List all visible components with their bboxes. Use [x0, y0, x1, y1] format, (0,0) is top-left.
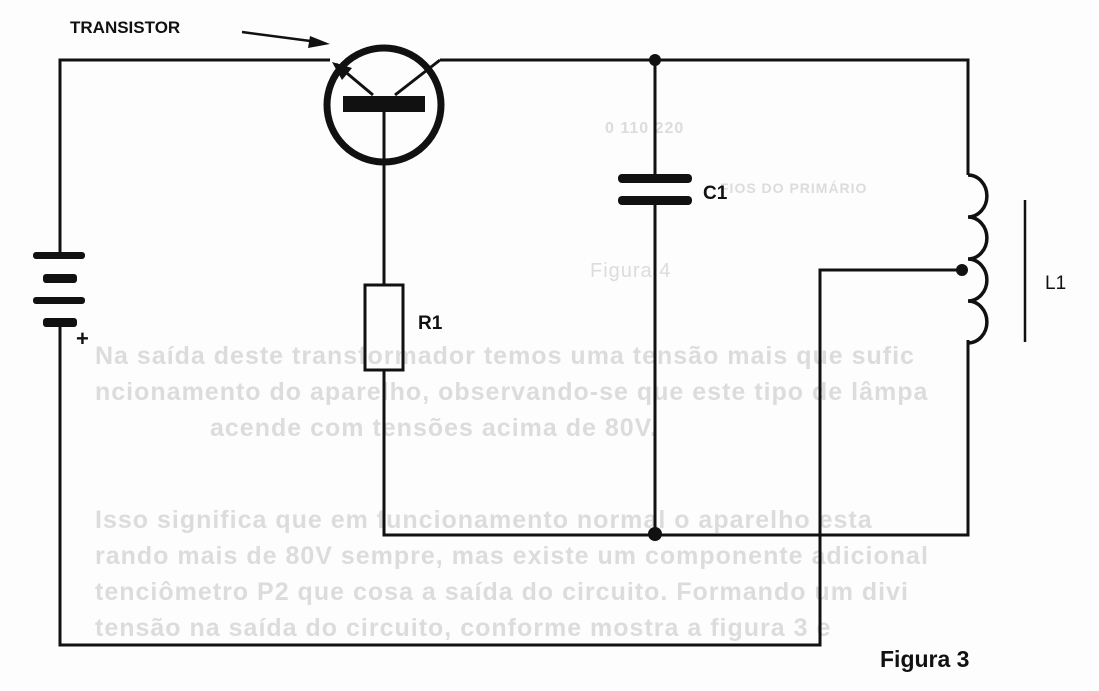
wire-left-bottom [58, 268, 962, 647]
bleed-line: ncionamento do aparelho, observando-se q… [95, 378, 929, 406]
wire-top-left [58, 58, 330, 255]
resistor-label: R1 [418, 313, 443, 334]
inductor-l1 [967, 173, 989, 345]
junction-dot [649, 54, 661, 66]
emitter-arrow [332, 62, 352, 80]
capacitor-c1-plate [618, 196, 692, 205]
bleed-line: tenciômetro P2 que cosa a saída do circu… [95, 578, 909, 606]
bleed-figure-label: Figura 4 [590, 260, 672, 282]
bleed-line: Na saída deste transformador temos uma t… [95, 342, 915, 370]
bleed-taps: 0 110 220 [605, 120, 685, 137]
transistor-label: TRANSISTOR [70, 18, 181, 37]
capacitor-label: C1 [703, 183, 728, 204]
label-arrowhead [308, 36, 330, 48]
transistor-base-bar [343, 96, 425, 112]
battery-symbol [33, 252, 85, 327]
resistor-r1 [363, 283, 405, 372]
junction-dot [956, 264, 968, 276]
junction-dot [648, 527, 662, 541]
bleed-line: acende com tensões acima de 80V. [210, 414, 658, 442]
inductor-label: L1 [1045, 273, 1067, 294]
battery-plus-label: + [76, 326, 89, 351]
bleed-line: tensão na saída do circuito, conforme mo… [95, 614, 832, 642]
figure-caption: Figura 3 [880, 646, 970, 672]
wire-top-right [440, 58, 970, 175]
bleed-wires-label: FIOS DO PRIMÁRIO [720, 180, 868, 196]
bleed-line: rando mais de 80V sempre, mas existe um … [95, 542, 929, 570]
bleed-line: Isso significa que em funcionamento norm… [95, 506, 873, 534]
capacitor-c1-plate [618, 174, 692, 183]
